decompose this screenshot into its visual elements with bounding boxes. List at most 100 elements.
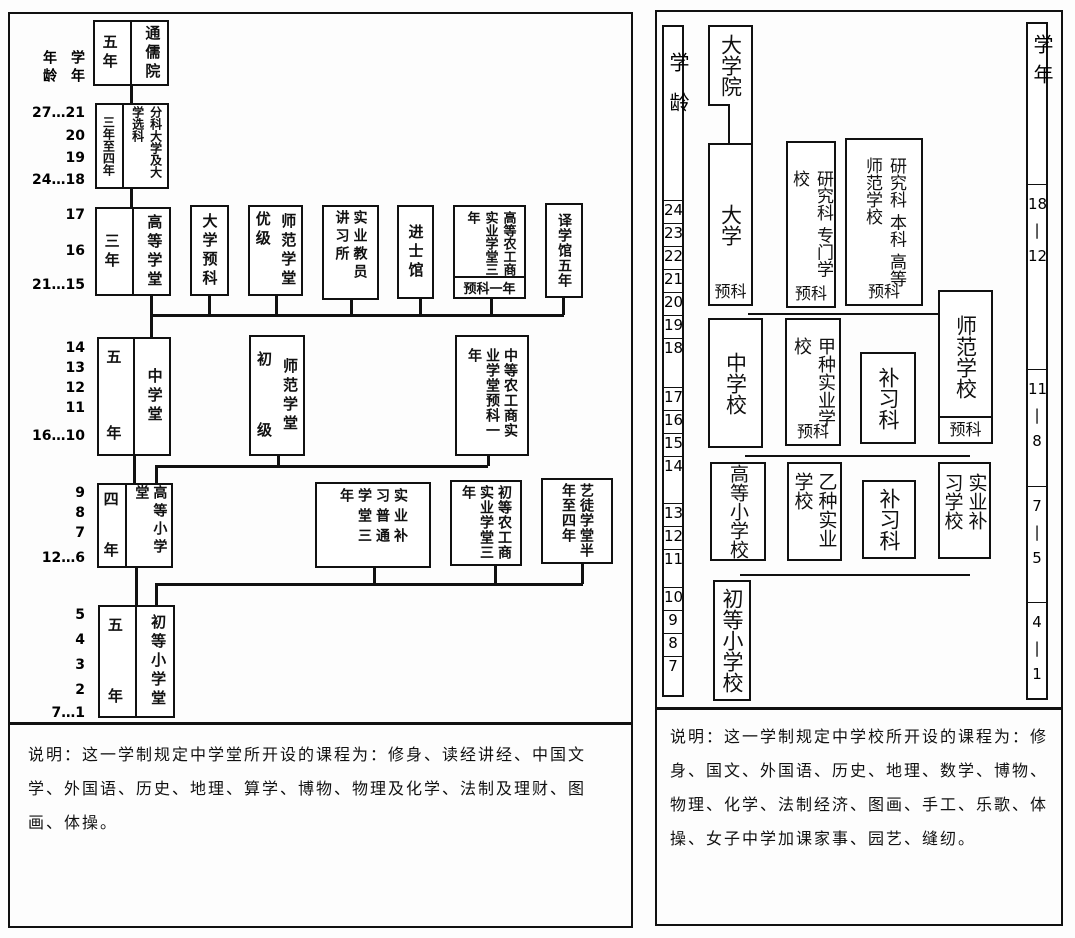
jinshiguan-box: 进士馆 <box>397 205 434 299</box>
zhongxuexiao-box: 中学校 <box>708 318 763 448</box>
label: 初级 <box>255 350 273 441</box>
chudeng-nonggongshang-box: 初等农工商实业学堂三年 <box>450 480 522 566</box>
connector <box>745 455 970 457</box>
connector <box>130 86 133 103</box>
gaodeng-nonggongshang-box: 高等农工商实业学堂三年预科一年 <box>453 205 526 299</box>
tongruyuan-box: 五年 通儒院 <box>93 20 169 86</box>
yitu-xuetang-box: 艺徒学堂半年至四年 <box>541 478 613 564</box>
left-panel <box>8 12 633 928</box>
school-name: 初等农工商实业学堂三年 <box>460 485 512 560</box>
age-label: 14 <box>65 340 85 356</box>
fenke-daxue-box: 三年至四年分科大学及大学选科 <box>95 103 169 189</box>
age-cell: 12 <box>664 526 683 549</box>
year-label: 学年 <box>1030 34 1054 94</box>
connector <box>133 456 136 483</box>
school-name: 分科大学及大学选科 <box>130 106 163 178</box>
age-label: 4 <box>75 632 85 648</box>
year-header: 学年 <box>69 50 85 86</box>
school-name: 译学馆五年 <box>556 213 572 288</box>
age-cell: 8 <box>664 633 682 656</box>
school-name: 师范学堂 <box>279 212 298 289</box>
age-label: 12 <box>65 380 85 396</box>
age-label: 7 <box>75 525 85 541</box>
age-label: 24…18 <box>32 172 85 188</box>
age-cell: 19 <box>664 315 683 338</box>
connector <box>490 299 493 315</box>
age-label: 21…15 <box>32 277 85 293</box>
year-range-cell: 4 | 1 <box>1028 602 1046 704</box>
buxike-2-box: 补习科 <box>862 480 916 559</box>
connector <box>208 296 211 315</box>
connector <box>135 568 138 605</box>
age-label: 17 <box>65 207 85 223</box>
buxike-box: 补习科 <box>860 352 916 444</box>
age-cell: 7 <box>664 656 682 679</box>
yizhong-shiye-box: 乙种实业学校 <box>787 462 842 561</box>
year-range-cell: 18 | 12 <box>1028 184 1047 286</box>
school-name: 中学堂 <box>145 368 164 425</box>
right-divider <box>655 707 1063 710</box>
gaodeng-shifan-box: 研究科 本科 高等师范学校预科 <box>845 138 923 306</box>
gaodeng-xuetang-box: 三年高等学堂 <box>95 207 171 296</box>
daxue-box: 大学预科 <box>708 143 753 306</box>
age-cell: 9 <box>664 610 682 633</box>
chudeng-xiaoxuetang-box: 五年初等小学堂 <box>98 605 175 718</box>
school-name: 研究科 本科 高等师范学校 <box>862 157 906 287</box>
school-name: 中学校 <box>723 351 748 415</box>
school-name: 实业教员讲习所 <box>333 210 368 282</box>
age-cell: 23 <box>664 223 683 246</box>
school-name: 大学院 <box>718 34 743 97</box>
connector <box>740 574 970 576</box>
connector <box>494 566 497 584</box>
age-label: 11 <box>65 400 85 416</box>
shiye-buxi-box: 实业补习普通学堂三年 <box>315 482 431 568</box>
year-range-cell: 7 | 5 <box>1028 486 1046 588</box>
left-note: 说明：这一学制规定中学堂所开设的课程为：修身、读经讲经、中国文学、外国语、历史、… <box>28 745 587 832</box>
age-cell: 14 <box>664 456 683 479</box>
yixueguan-box: 译学馆五年 <box>545 203 583 298</box>
chudeng-xiaoxuexiao-box: 初等小学校 <box>713 580 751 701</box>
connector <box>748 313 938 315</box>
age-label: 16…10 <box>32 428 85 444</box>
age-cell: 21 <box>664 269 683 292</box>
school-name: 通儒院 <box>143 24 162 82</box>
school-name: 补习科 <box>877 488 901 551</box>
age-cell: 20 <box>664 292 683 315</box>
gaodeng-xiaoxuetang-box: 四年高等小学堂 <box>97 483 173 568</box>
duration: 五年 <box>104 349 123 444</box>
connector <box>155 465 158 483</box>
age-label: 12…6 <box>41 550 85 566</box>
school-name: 师范学堂 <box>281 357 299 434</box>
youji-shifan-box: 优级师范学堂 <box>248 205 303 296</box>
age-label: 5 <box>75 607 85 623</box>
age-label: 9 <box>75 485 85 501</box>
duration: 五年 <box>100 34 119 72</box>
age-label: 20 <box>65 128 85 144</box>
duration: 四年 <box>101 490 120 561</box>
duration: 五年 <box>105 616 124 707</box>
school-name: 补习科 <box>876 366 900 430</box>
age-cell: 24 <box>664 200 683 223</box>
connector <box>275 296 278 315</box>
chuji-shifan-box: 初级师范学堂 <box>249 335 305 456</box>
year-range-cell: 11 | 8 <box>1028 369 1047 471</box>
school-name: 高等学堂 <box>145 213 164 290</box>
school-name: 初等小学校 <box>720 588 744 693</box>
shifan-xuexiao-box: 师范学校预科 <box>938 290 993 444</box>
school-name: 研究科 专门学校 <box>789 169 833 277</box>
yuke-label: 预科 <box>867 282 900 301</box>
age-cell: 16 <box>664 410 683 433</box>
yuke-label: 预科 <box>940 416 991 442</box>
age-cell: 10 <box>664 587 683 610</box>
connector <box>277 456 280 466</box>
age-label: 19 <box>65 150 85 166</box>
age-cell: 11 <box>664 549 683 572</box>
connector <box>155 583 158 605</box>
zhongdeng-nonggongshang-box: 中等农工商实业学堂预科一年 <box>455 335 529 456</box>
age-cell: 13 <box>664 503 683 526</box>
connector <box>155 465 488 468</box>
school-name: 甲种实业学校 <box>791 337 836 427</box>
connector <box>150 296 153 337</box>
